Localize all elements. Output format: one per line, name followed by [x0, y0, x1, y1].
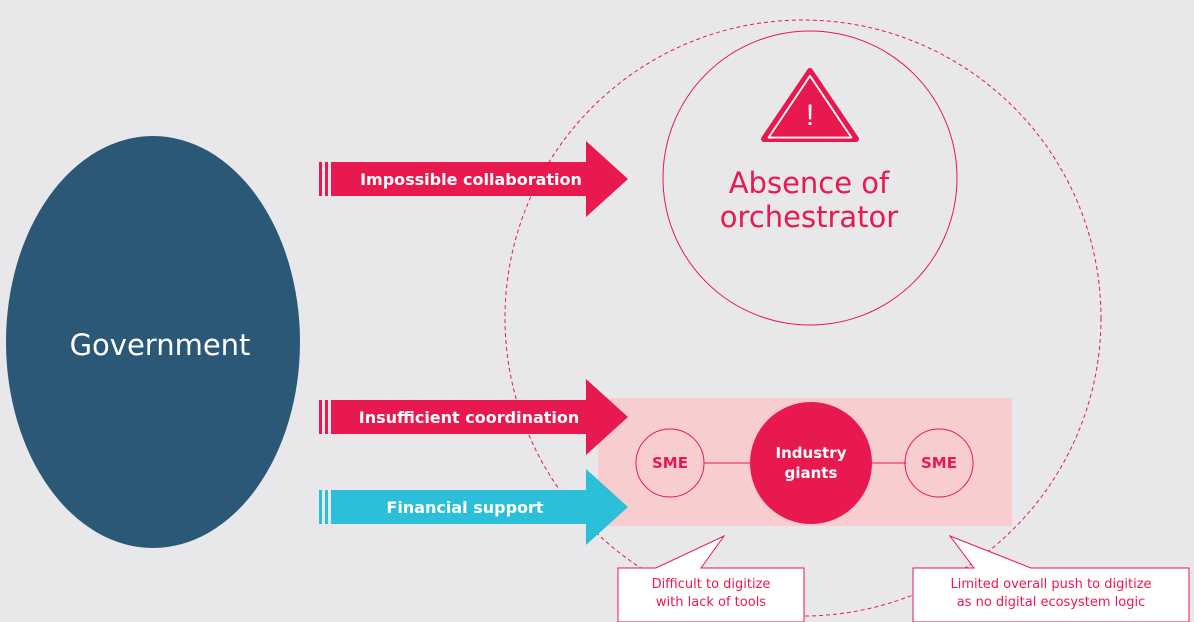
absence-line-1: Absence of: [728, 166, 890, 200]
orchestrator-circle: [662, 30, 958, 326]
ecosystem-boundary-circle: [504, 19, 1102, 617]
callout-left: [617, 534, 805, 622]
absence-of-orchestrator-label: Absence of orchestrator: [674, 160, 944, 240]
government-ellipse: [6, 136, 300, 548]
arrow-insufficient-coordination: [319, 379, 628, 455]
industry-giants-label: Industry giants: [756, 438, 866, 488]
industry-giants-line-1: Industry: [775, 444, 847, 462]
callout-right-line-1: Limited overall push to digitize: [950, 577, 1152, 592]
sme-left-label: SME: [652, 454, 688, 472]
callout-left-line-2: with lack of tools: [655, 595, 767, 610]
arrow-financial-support: [319, 469, 628, 545]
industry-giants-circle: [750, 402, 872, 524]
sme-right-label: SME: [921, 454, 957, 472]
callout-right: [912, 534, 1190, 622]
industry-giants-line-2: giants: [784, 464, 838, 482]
callout-left-line-1: Difficult to digitize: [651, 577, 771, 592]
callout-left-text: Difficult to digitize with lack of tools: [618, 573, 804, 615]
financial-support-label: Financial support: [386, 497, 544, 517]
callout-right-text: Limited overall push to digitize as no d…: [913, 573, 1189, 615]
warning-exclamation-mark: !: [805, 99, 815, 132]
sme-left-circle: [635, 428, 705, 498]
callout-right-line-2: as no digital ecosystem logic: [956, 595, 1146, 610]
impossible-collaboration-label: Impossible collaboration: [360, 169, 582, 189]
warning-triangle-icon: [761, 68, 859, 142]
arrow-impossible-collaboration: [319, 141, 628, 217]
absence-line-2: orchestrator: [719, 200, 899, 234]
sme-right-circle: [904, 428, 974, 498]
insufficient-coordination-label: Insufficient coordination: [358, 407, 580, 427]
government-label: Government: [69, 328, 251, 362]
